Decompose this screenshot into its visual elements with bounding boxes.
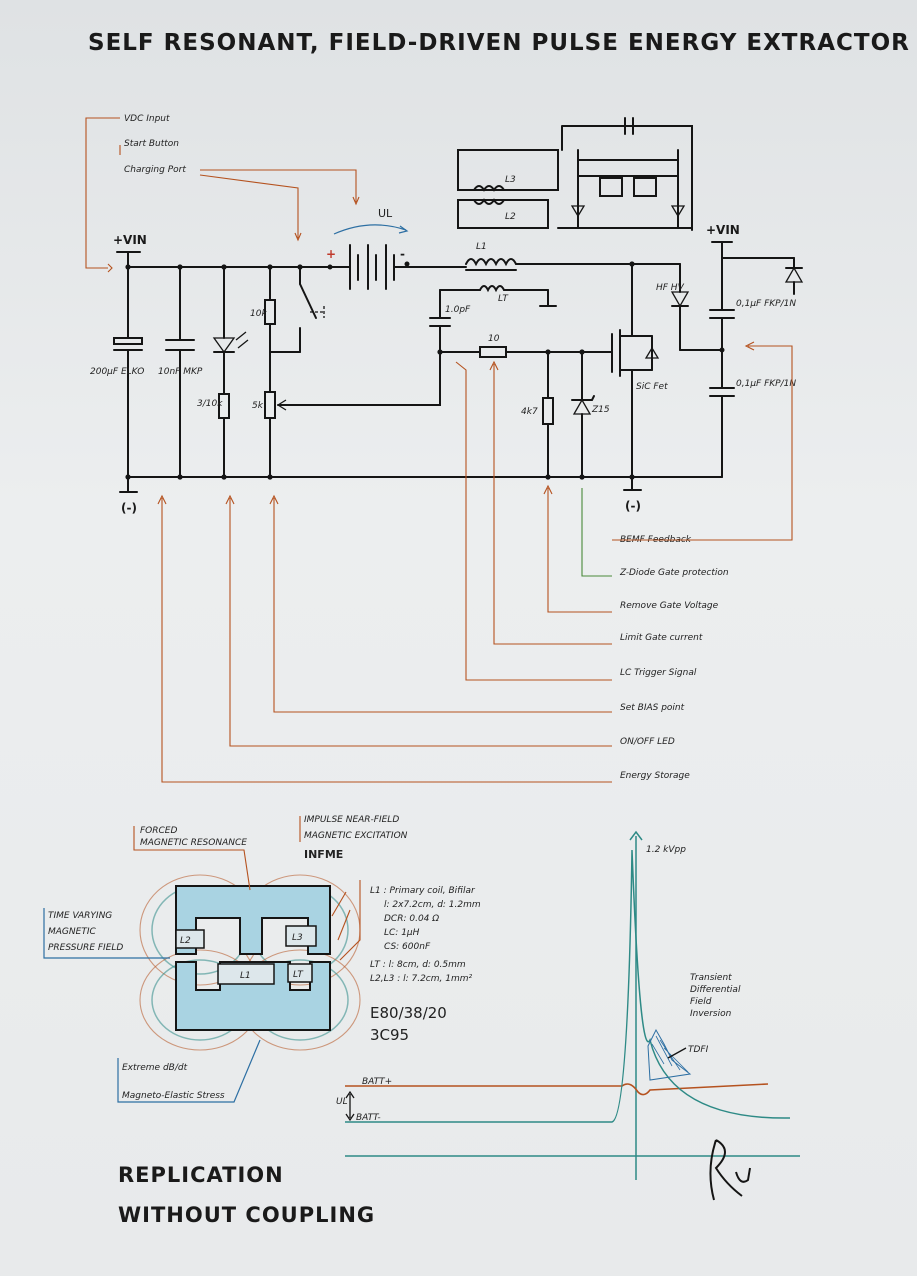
callout-vdc-input: VDC Input xyxy=(124,114,170,124)
label-pressure-1: TIME VARYING xyxy=(48,911,112,921)
vin-right-label: +VIN xyxy=(706,223,740,237)
res-gate-label: 10 xyxy=(488,334,500,344)
coil-l1-label: L1 xyxy=(476,242,487,252)
res-10k-label: 10k xyxy=(250,309,267,319)
main-schematic: +VIN (-) 200µF ELKO 10nF MKP 3/10k xyxy=(90,207,804,515)
spec-line-1: L1 : Primary coil, Bifilar xyxy=(370,886,476,896)
callout-charging-port: Charging Port xyxy=(124,165,186,175)
battery-plus: + xyxy=(326,247,336,261)
led-resistor-label: 3/10k xyxy=(197,399,223,409)
annotation-4: Inversion xyxy=(690,1009,732,1019)
pot-5k-label: 5k xyxy=(252,401,264,411)
label-stress-2: Magneto-Elastic Stress xyxy=(122,1091,225,1101)
callout-onoff-led: ON/OFF LED xyxy=(620,737,675,747)
annotation-2: Differential xyxy=(690,985,741,995)
gnd-right-label: (-) xyxy=(625,499,641,513)
core-material: 3C95 xyxy=(370,1026,409,1044)
annotation-3: Field xyxy=(690,997,712,1007)
core-diagram: L2 L3 L1 LT FORCED MAGNETIC RESONANCE IM… xyxy=(43,815,481,1103)
label-impulse-1: IMPULSE NEAR-FIELD xyxy=(304,815,399,825)
label-pressure-2: MAGNETIC xyxy=(48,927,96,937)
callout-remove-gate-voltage: Remove Gate Voltage xyxy=(620,601,719,611)
callout-limit-gate-current: Limit Gate current xyxy=(620,633,703,643)
spec-line-6: LT : l: 8cm, d: 0.5mm xyxy=(370,960,466,970)
label-forced-2: MAGNETIC RESONANCE xyxy=(140,838,247,848)
coil-lt-label: LT xyxy=(498,294,509,304)
spec-line-2: l: 2x7.2cm, d: 1.2mm xyxy=(384,900,481,910)
label-impulse-2: MAGNETIC EXCITATION xyxy=(304,831,408,841)
zener-label: Z15 xyxy=(591,405,610,415)
core-type: E80/38/20 xyxy=(370,1004,447,1022)
label-forced-1: FORCED xyxy=(140,826,177,836)
scope-ul-label: UL xyxy=(336,1097,348,1107)
core-coil-l1: L1 xyxy=(240,971,251,981)
core-coil-l2: L2 xyxy=(180,936,191,946)
spec-line-5: CS: 600nF xyxy=(384,942,431,952)
callout-start-button: Start Button xyxy=(124,139,179,149)
cap-elko-label: 200µF ELKO xyxy=(90,367,144,377)
gnd-left-label: (-) xyxy=(121,501,137,515)
cap-top-label: 0,1µF FKP/1N xyxy=(736,299,796,309)
callout-set-bias: Set BIAS point xyxy=(620,703,685,713)
diagram-title: SELF RESONANT, FIELD-DRIVEN PULSE ENERGY… xyxy=(88,30,910,56)
cap-mkp-label: 10nF MKP xyxy=(158,367,203,377)
bridge-circuit: L3 L2 xyxy=(457,117,693,231)
res-4k7-label: 4k7 xyxy=(521,407,538,417)
callout-lc-trigger: LC Trigger Signal xyxy=(620,668,697,678)
spec-line-3: DCR: 0.04 Ω xyxy=(384,914,439,924)
scope-traces: 1.2 kVpp BATT+ BATT- UL Transient Differ… xyxy=(336,830,800,1180)
vin-left-label: +VIN xyxy=(113,233,147,247)
spec-line-4: LC: 1µH xyxy=(384,928,420,938)
fet-label: SiC Fet xyxy=(636,382,668,392)
battery-minus: - xyxy=(400,247,405,261)
batt-plus-label: BATT+ xyxy=(362,1077,392,1087)
footer-line-2: WITHOUT COUPLING xyxy=(118,1203,375,1227)
top-callouts: VDC Input Start Button Charging Port xyxy=(85,114,360,273)
cap-bot-label: 0,1µF FKP/1N xyxy=(736,379,796,389)
annotation-1: Transient xyxy=(690,973,732,983)
scope-peak-label: 1.2 kVpp xyxy=(646,845,686,855)
spec-line-7: L2,L3 : l: 7.2cm, 1mm² xyxy=(370,974,472,984)
batt-minus-label: BATT- xyxy=(356,1113,381,1123)
coil-l2-label: L2 xyxy=(505,212,516,222)
footer-line-1: REPLICATION xyxy=(118,1163,284,1187)
signature xyxy=(709,1139,751,1201)
battery-ul-label: UL xyxy=(378,207,393,220)
label-stress-1: Extreme dB/dt xyxy=(122,1063,188,1073)
callout-energy-storage: Energy Storage xyxy=(620,771,690,781)
core-coil-lt: LT xyxy=(293,970,304,980)
callout-zdiode-protection: Z-Diode Gate protection xyxy=(619,568,729,578)
tdfi-label: TDFI xyxy=(688,1045,709,1055)
core-coil-l3: L3 xyxy=(292,933,303,943)
cap-gate-label: 1.0pF xyxy=(445,305,471,315)
coil-l3-label: L3 xyxy=(505,175,516,185)
label-pressure-3: PRESSURE FIELD xyxy=(48,943,123,953)
right-callouts: BEMF Feedback Z-Diode Gate protection Re… xyxy=(157,341,793,783)
label-infme: INFME xyxy=(304,848,343,861)
diode-hv-label: HF HV xyxy=(656,283,685,293)
